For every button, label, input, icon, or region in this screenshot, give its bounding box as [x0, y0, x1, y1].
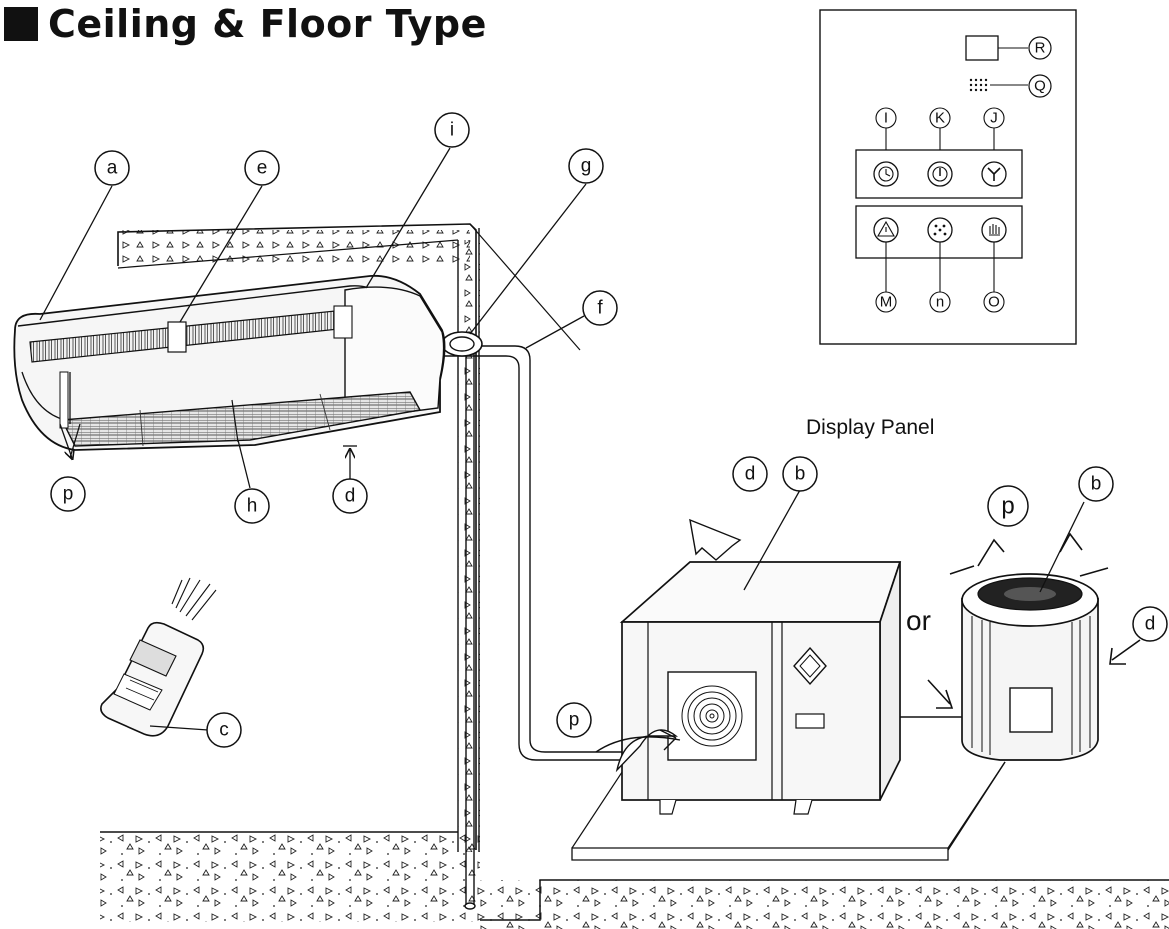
ceiling-slab	[120, 230, 470, 264]
service-handle	[795, 713, 825, 729]
panel-callout-M: M	[875, 291, 897, 313]
svg-text:i: i	[450, 120, 454, 141]
callout-labels: a e i g f p h d c d b p p b d	[50, 112, 1168, 748]
ground-right	[480, 880, 1169, 929]
callout-p-outdoor-round: p	[987, 485, 1029, 527]
svg-text:h: h	[247, 496, 258, 517]
indoor-display	[333, 305, 353, 339]
display-panel: R Q I K J	[819, 9, 1077, 345]
page-heading: Ceiling & Floor Type	[4, 0, 487, 48]
callout-f: f	[582, 290, 618, 326]
outdoor-unit-box	[595, 518, 902, 815]
panel-callout-Q: Q	[1028, 74, 1052, 98]
ion-icon	[927, 217, 953, 243]
or-label: or	[906, 605, 931, 636]
svg-text:e: e	[257, 158, 268, 179]
callout-e: e	[244, 150, 280, 186]
svg-text:p: p	[1001, 493, 1014, 520]
callout-d-outdoor-box: d	[732, 456, 768, 492]
svg-text:c: c	[219, 720, 229, 741]
svg-text:b: b	[795, 464, 806, 485]
svg-text:I: I	[884, 110, 888, 127]
concrete-pad	[571, 847, 949, 861]
heading-bullet	[4, 7, 38, 41]
svg-text:p: p	[63, 484, 74, 505]
svg-text:K: K	[935, 110, 945, 127]
callout-d-indoor: d	[332, 478, 368, 514]
callout-d-outdoor-round: d	[1132, 606, 1168, 642]
callout-c: c	[206, 712, 242, 748]
indoor-unit	[13, 274, 446, 451]
airflow-arrow-in	[689, 518, 742, 561]
display-panel-caption: Display Panel	[806, 416, 934, 439]
svg-text:O: O	[988, 294, 1000, 311]
return-air-grille	[60, 391, 422, 447]
louver-divider	[167, 321, 187, 353]
callout-b-outdoor-round: b	[1078, 466, 1114, 502]
receiver-window	[965, 35, 999, 61]
svg-text:b: b	[1091, 474, 1102, 495]
leader-lines	[39, 147, 1085, 731]
panel-callout-R: R	[1028, 36, 1052, 60]
callout-h: h	[234, 488, 270, 524]
svg-text:J: J	[990, 110, 998, 127]
svg-text:g: g	[581, 156, 592, 177]
led-dots	[969, 78, 988, 92]
power-icon	[927, 161, 953, 187]
svg-text:f: f	[597, 298, 603, 319]
callout-p-outdoor-box: p	[556, 702, 592, 738]
fan-icon	[981, 161, 1007, 187]
svg-text:a: a	[107, 158, 118, 179]
callout-g: g	[568, 148, 604, 184]
panel-callout-J: J	[983, 107, 1005, 129]
svg-text:d: d	[745, 464, 756, 485]
page-title: Ceiling & Floor Type	[48, 2, 487, 46]
svg-text:n: n	[936, 294, 944, 311]
panel-callout-I: I	[875, 107, 897, 129]
panel-callout-K: K	[929, 107, 951, 129]
service-panel	[1009, 687, 1053, 733]
timer-icon	[873, 161, 899, 187]
alarm-icon	[873, 217, 899, 243]
svg-text:p: p	[569, 710, 580, 731]
panel-callout-O: O	[983, 291, 1005, 313]
svg-text:d: d	[345, 486, 356, 507]
manual-icon	[981, 217, 1007, 243]
panel-callout-n: n	[929, 291, 951, 313]
callout-i: i	[434, 112, 470, 148]
svg-text:d: d	[1145, 614, 1156, 635]
outdoor-unit-round	[927, 532, 1141, 761]
svg-text:M: M	[880, 294, 893, 311]
remote-controller	[100, 577, 217, 737]
callout-a: a	[94, 150, 130, 186]
fan-grille	[681, 685, 743, 747]
remote-screen	[129, 639, 177, 677]
svg-text:Q: Q	[1034, 78, 1046, 95]
floor-left	[100, 832, 480, 922]
badge-diamond	[793, 646, 827, 686]
callout-b-outdoor-box: b	[782, 456, 818, 492]
svg-text:R: R	[1035, 40, 1046, 57]
callout-p-indoor: p	[50, 476, 86, 512]
